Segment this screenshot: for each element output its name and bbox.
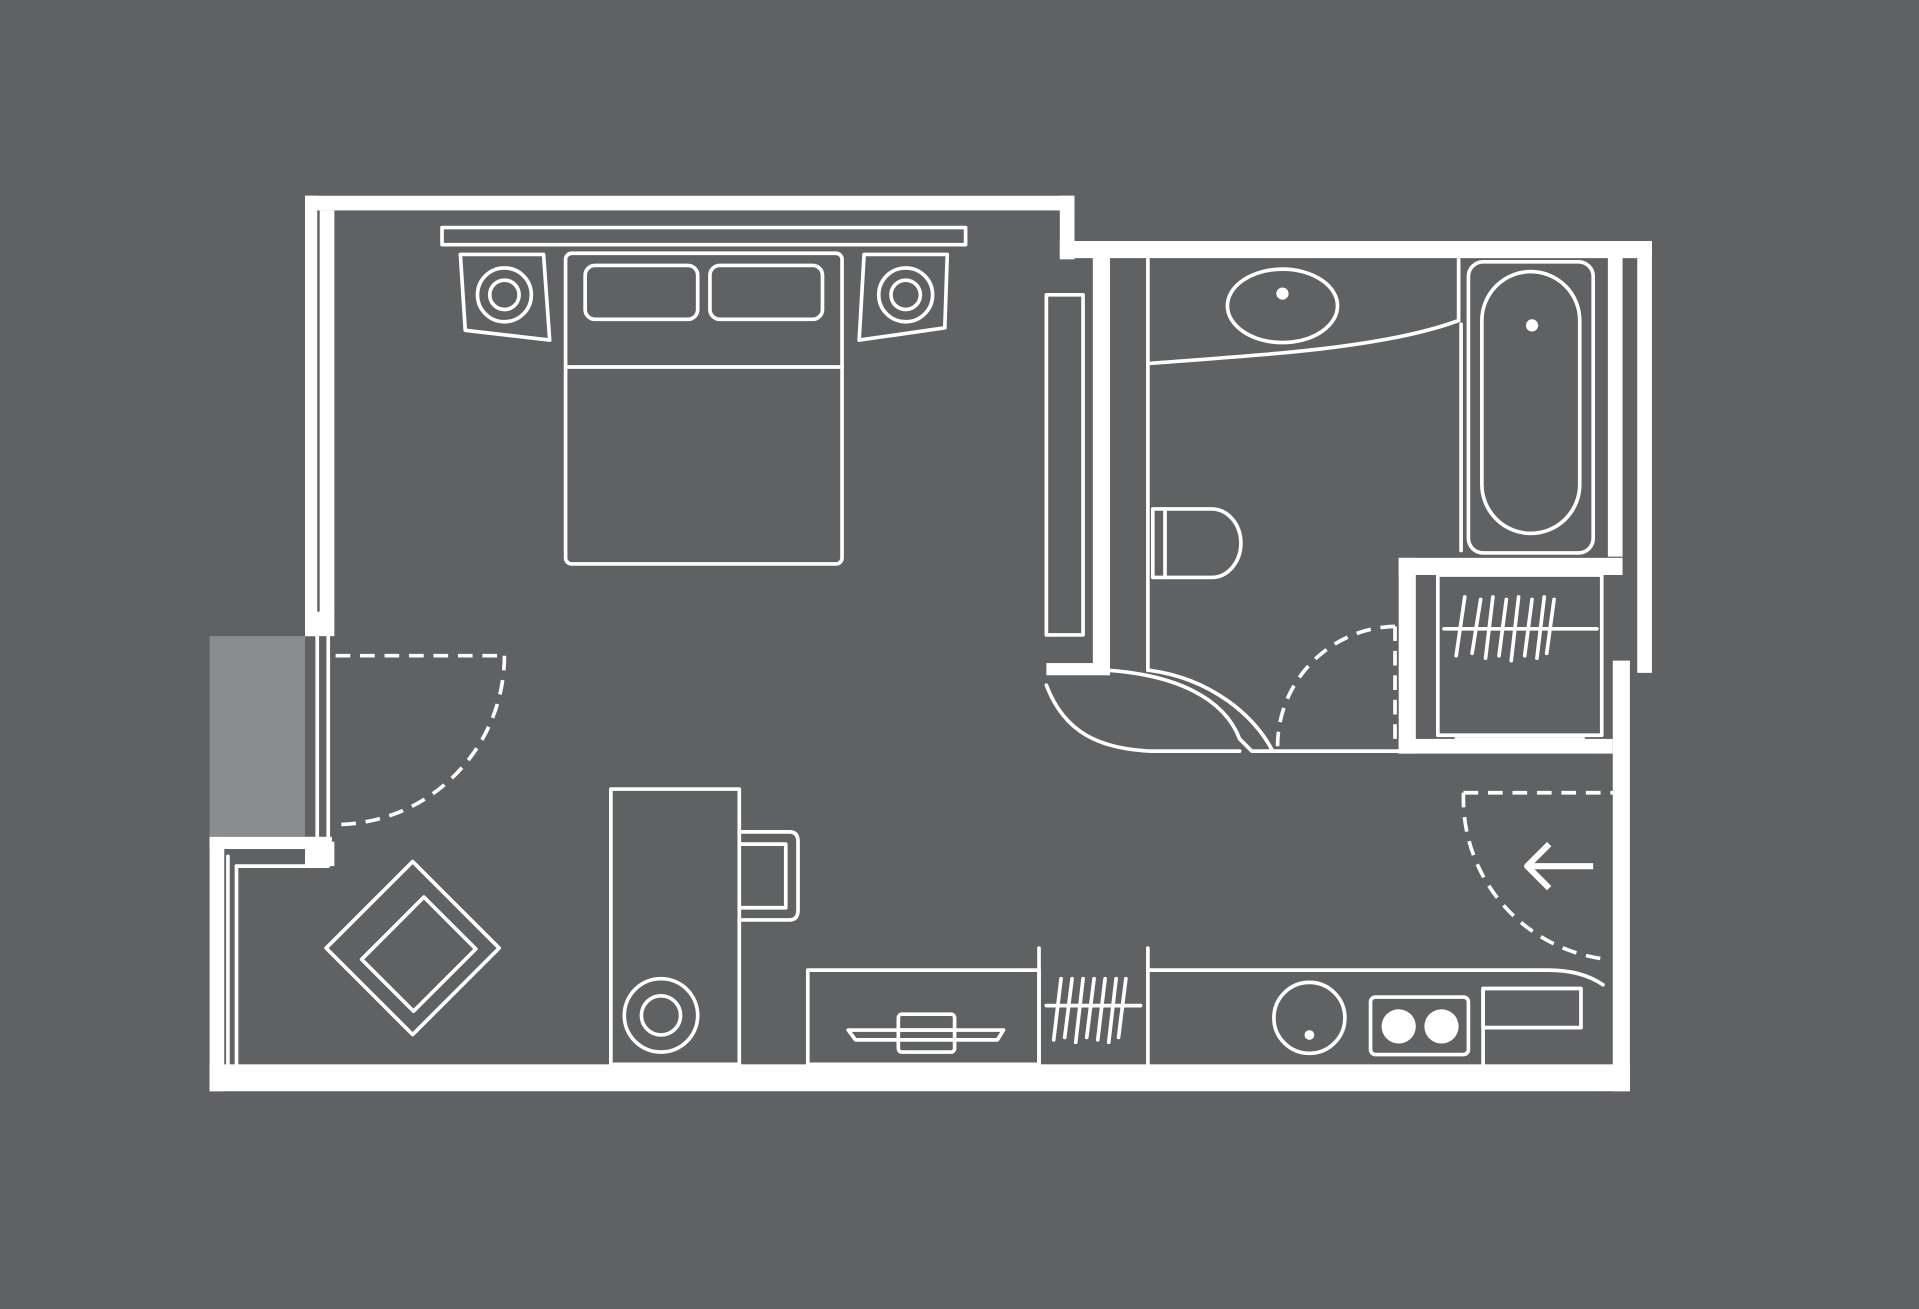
double-bed[interactable] bbox=[563, 251, 844, 566]
balcony bbox=[209, 636, 305, 837]
wardrobe bbox=[1436, 573, 1604, 749]
kitchen-sink bbox=[1272, 980, 1347, 1056]
hangers-icon bbox=[1454, 595, 1556, 663]
bathroom-door[interactable] bbox=[1275, 624, 1397, 749]
sink bbox=[1148, 257, 1463, 553]
desk-lamp bbox=[622, 976, 700, 1054]
tv-console bbox=[805, 968, 1041, 1067]
window-frame bbox=[226, 210, 335, 1067]
desk bbox=[609, 787, 742, 1067]
armchair[interactable] bbox=[324, 859, 501, 1037]
desk-chair[interactable] bbox=[737, 830, 800, 922]
wall-panel bbox=[1044, 292, 1085, 637]
bathtub bbox=[1466, 259, 1596, 555]
kitchenette bbox=[1146, 968, 1605, 1067]
toilet bbox=[1150, 507, 1243, 580]
arrow-left-icon bbox=[1524, 841, 1594, 891]
headboard-shelf bbox=[440, 225, 968, 247]
hangers-icon bbox=[1051, 976, 1128, 1045]
closet bbox=[1037, 946, 1150, 1067]
nightstand-left bbox=[458, 252, 552, 342]
nightstand-right bbox=[857, 252, 950, 342]
balcony-door[interactable] bbox=[335, 653, 507, 827]
outer-walls bbox=[209, 195, 1652, 1092]
bathroom-entry-curve bbox=[1044, 668, 1275, 753]
cooktop bbox=[1368, 995, 1471, 1057]
entrance-door[interactable] bbox=[1461, 790, 1627, 962]
